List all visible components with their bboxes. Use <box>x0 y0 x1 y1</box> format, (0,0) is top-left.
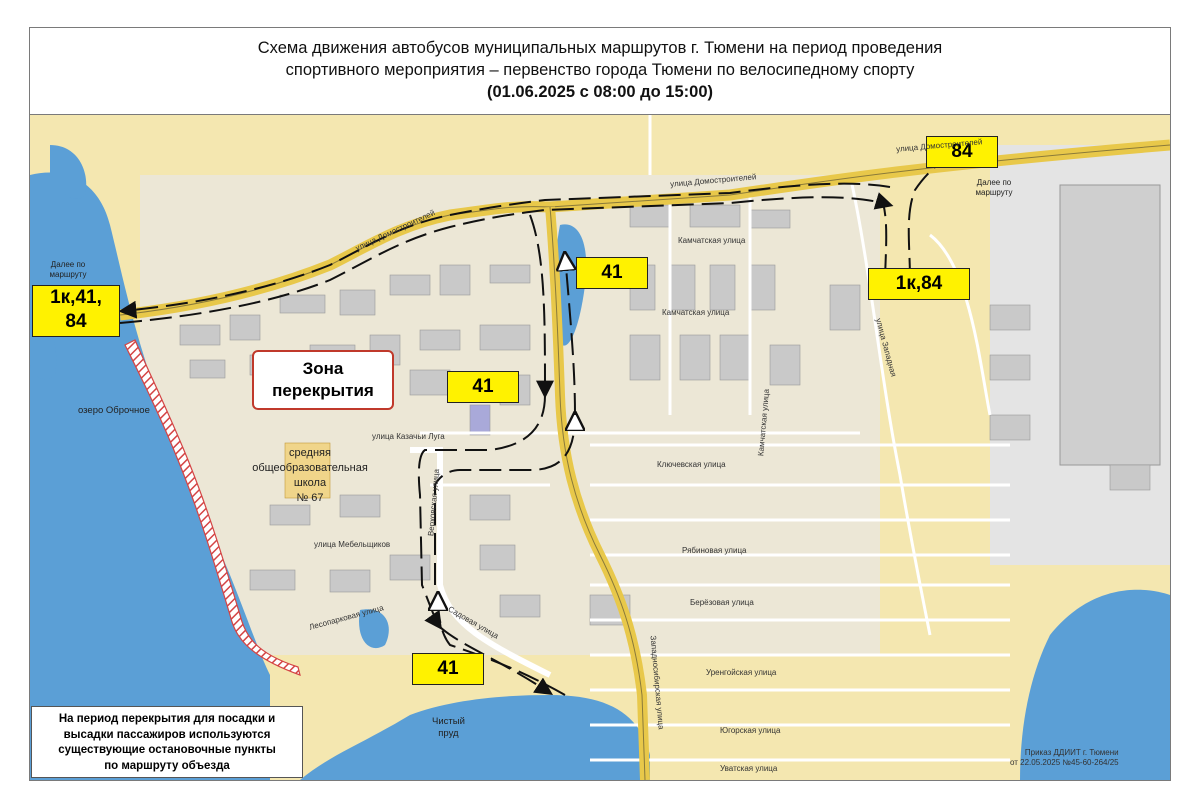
lake-obrochnoe-label: озеро Оброчное <box>78 405 150 416</box>
route-label-west-line2: 84 <box>65 311 87 332</box>
further-route-west: Далее по маршруту <box>42 260 94 280</box>
school-line4: № 67 <box>296 492 324 504</box>
route-label-east: 1к,84 <box>868 268 970 300</box>
street-kamchatskaya-1: Камчатская улица <box>678 236 746 245</box>
street-uvatskaya: Уватская улица <box>720 764 778 773</box>
order-line1: Приказ ДДИИТ г. Тюмени <box>1024 748 1119 757</box>
further-route-west-line2: маршруту <box>49 270 87 279</box>
note-line2: высадки пассажиров используются <box>63 728 271 741</box>
order-reference: Приказ ДДИИТ г. Тюмени от 22.05.2025 №45… <box>1010 748 1119 768</box>
school-line3: школа <box>293 477 327 489</box>
route-label-center: 41 <box>447 371 519 403</box>
street-klyuchevskaya: Ключевская улица <box>657 460 726 469</box>
closure-zone-line1: Зона <box>302 359 344 378</box>
route-label-west: 1к,41, 84 <box>32 285 120 337</box>
closure-zone-label: Зона перекрытия <box>252 350 394 410</box>
map-title-box: Схема движения автобусов муниципальных м… <box>30 28 1170 115</box>
passenger-note: На период перекрытия для посадки и высад… <box>31 706 303 778</box>
school-line2: общеобразовательная <box>252 462 368 474</box>
street-urengoiskaya: Уренгойская улица <box>706 668 777 677</box>
title-line-3-dates: (01.06.2025 с 08:00 до 15:00) <box>486 83 714 101</box>
route-label-north-east: 84 <box>926 136 998 168</box>
route-map <box>30 115 1170 780</box>
street-kazachi-luga: улица Казачьи Луга <box>372 432 445 441</box>
note-line3: существующие остановочные пункты <box>58 744 276 756</box>
route-label-west-line1: 1к,41, <box>50 287 102 308</box>
school-label: средняя общеобразовательная школа № 67 <box>230 446 390 506</box>
title-line-1: Схема движения автобусов муниципальных м… <box>257 39 943 57</box>
note-line1: На период перекрытия для посадки и <box>58 713 276 725</box>
street-mebeltsikov: улица Мебельщиков <box>314 540 391 549</box>
pond-chistyi-line1: Чистый <box>432 716 465 727</box>
main-roads <box>119 139 1170 780</box>
street-ryabinovaya: Рябиновая улица <box>682 546 747 555</box>
map-frame: Схема движения автобусов муниципальных м… <box>29 27 1171 781</box>
pond-chistyi-label: Чистый пруд <box>432 716 465 740</box>
street-kamchatskaya-2: Камчатская улица <box>662 308 730 317</box>
closure-zone-hatch <box>124 339 301 676</box>
note-line4: по маршруту объезда <box>104 759 230 772</box>
street-yugorskaya: Югорская улица <box>720 726 781 735</box>
street-berezovaya: Берёзовая улица <box>690 598 754 607</box>
further-route-east: Далее по маршруту <box>968 178 1020 198</box>
route-label-south: 41 <box>412 653 484 685</box>
school-line1: средняя <box>289 447 331 459</box>
route-label-center-north: 41 <box>576 257 648 289</box>
pond-chistyi-line2: пруд <box>438 728 459 739</box>
order-line2: от 22.05.2025 №45-60-264/25 <box>1010 758 1119 767</box>
title-line-2: спортивного мероприятия – первенство гор… <box>285 61 915 79</box>
closure-zone-line2: перекрытия <box>272 381 374 400</box>
further-route-east-line1: Далее по <box>976 178 1012 187</box>
further-route-west-line1: Далее по <box>50 260 86 269</box>
further-route-east-line2: маршруту <box>975 188 1013 197</box>
